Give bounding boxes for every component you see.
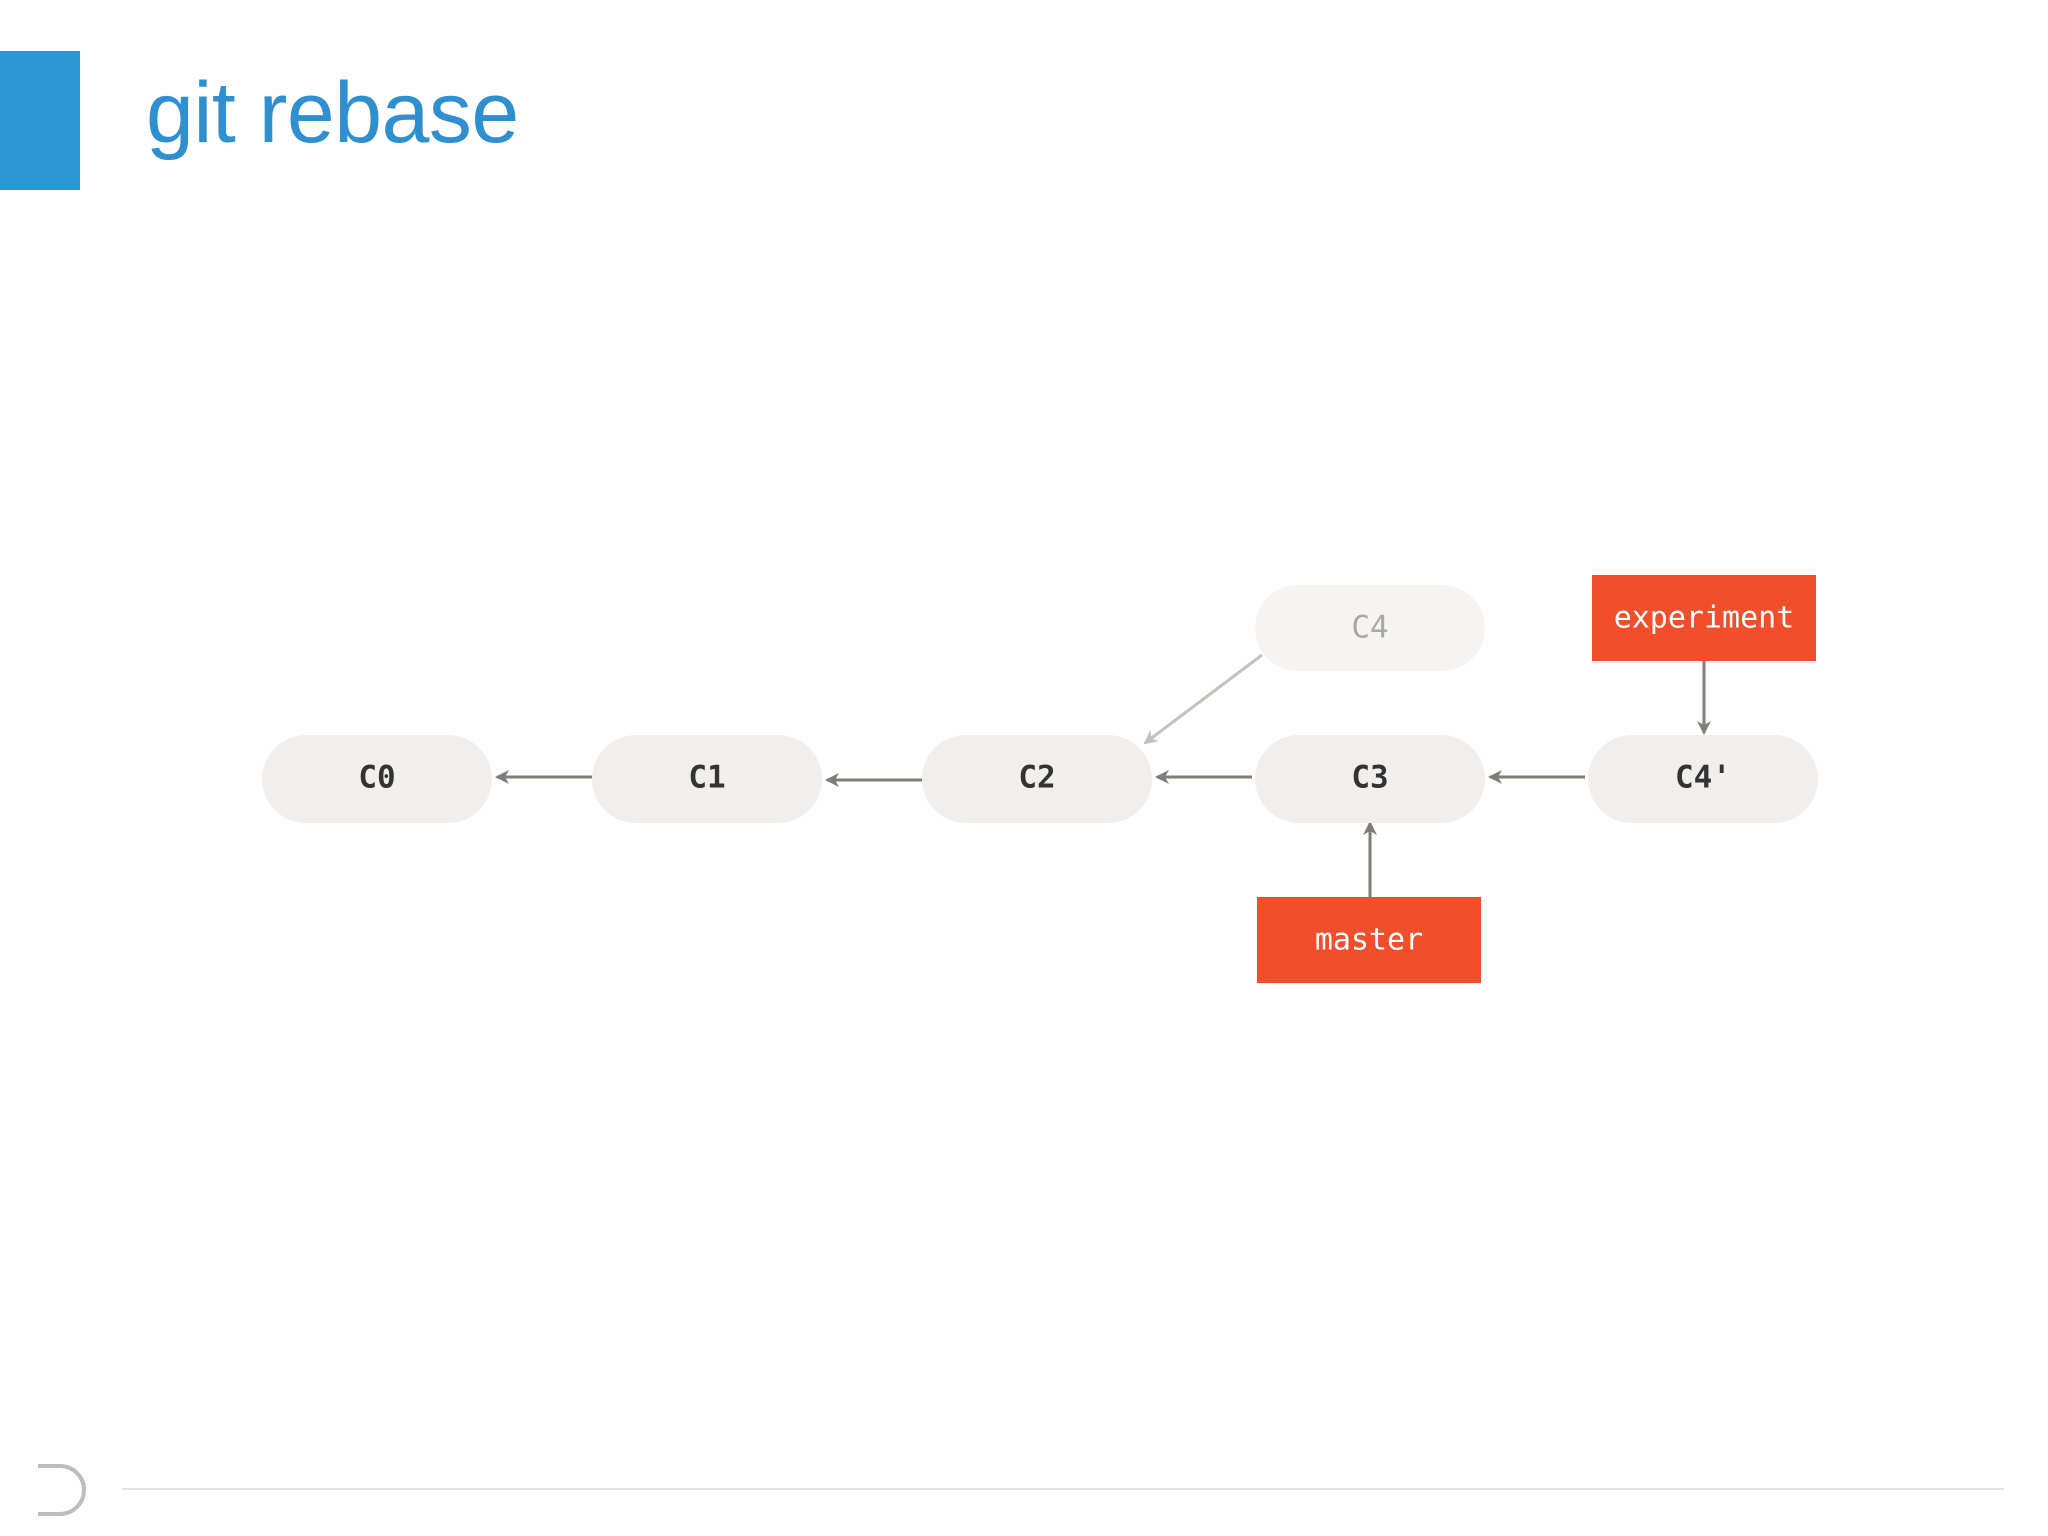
commit-c4-ghost-label: C4 bbox=[1351, 610, 1388, 646]
commit-c3: C3 bbox=[1255, 735, 1485, 823]
branch-experiment-label: experiment bbox=[1614, 601, 1795, 636]
commit-c2: C2 bbox=[922, 735, 1152, 823]
branch-master: master bbox=[1257, 897, 1481, 983]
branch-experiment: experiment bbox=[1592, 575, 1816, 661]
commit-c0-label: C0 bbox=[358, 760, 395, 796]
commit-c1: C1 bbox=[592, 735, 822, 823]
footer-divider bbox=[122, 1488, 2004, 1490]
edge-c4-c2-ghost bbox=[1143, 653, 1263, 745]
commit-c4-prime: C4' bbox=[1588, 735, 1818, 823]
branch-master-label: master bbox=[1315, 923, 1423, 958]
edges bbox=[495, 653, 1711, 897]
commit-c4-prime-label: C4' bbox=[1675, 760, 1731, 796]
commit-c4-ghost: C4 bbox=[1255, 585, 1485, 671]
commit-c1-label: C1 bbox=[688, 760, 725, 796]
title-accent-bar bbox=[0, 51, 80, 190]
commit-c3-label: C3 bbox=[1351, 760, 1388, 796]
slide-title: git rebase bbox=[146, 65, 519, 161]
bracket-logo-icon bbox=[38, 1464, 86, 1516]
commit-c0: C0 bbox=[262, 735, 492, 823]
commit-c2-label: C2 bbox=[1018, 760, 1055, 796]
